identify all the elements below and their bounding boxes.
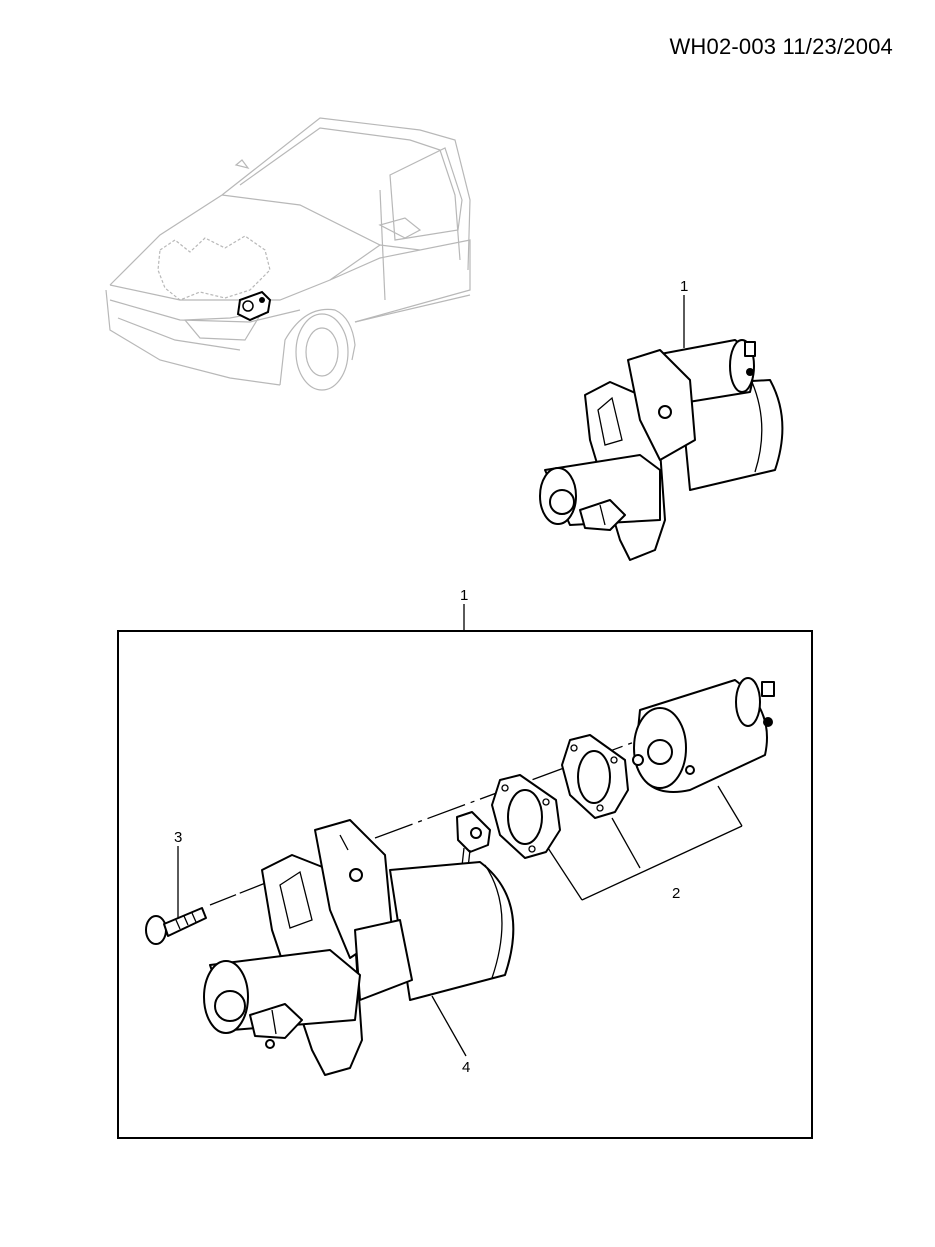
callout-solenoid-kit: 2: [672, 885, 680, 902]
document-id: WH02-003 11/23/2004: [669, 34, 893, 59]
mounting-screw: [145, 846, 269, 945]
vehicle-locator-sketch: [105, 117, 471, 391]
callout-starter-body: 4: [462, 1059, 470, 1076]
starter-location-marker: [236, 290, 272, 322]
terminal-stud: [456, 811, 491, 869]
starter-assembly-top: [539, 295, 784, 561]
callout-assembly-top: 1: [680, 278, 688, 295]
gasket-inner: [491, 774, 561, 859]
callout-screw: 3: [174, 829, 182, 846]
gasket-outer: [561, 734, 629, 819]
callout-assembly-frame: 1: [460, 587, 468, 604]
solenoid-kit-bracket: [547, 785, 743, 901]
starter-motor-body: [203, 819, 515, 1076]
exploded-view-frame: [117, 630, 813, 1139]
solenoid-switch: [632, 677, 775, 793]
